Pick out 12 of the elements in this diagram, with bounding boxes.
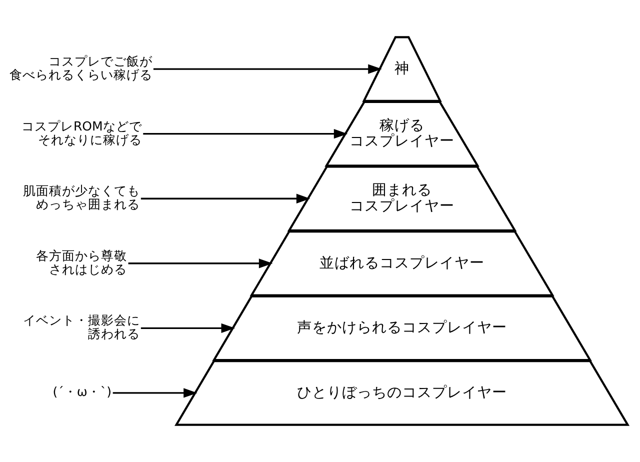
node-text: コスプレROMなどでそれなりに稼げる <box>21 118 142 147</box>
node-text: 肌面積が少なくてもめっちゃ囲まれる <box>22 183 140 212</box>
node-text: 各方面から尊敬されはじめる <box>36 248 128 276</box>
node-text: イベント・撮影会に誘われる <box>22 312 140 342</box>
arrow <box>140 194 310 204</box>
node-text: (´・ω・`) <box>52 384 112 400</box>
arrow <box>112 388 198 398</box>
node-text: コスプレでご飯が食べられるくらい稼げる <box>9 53 152 82</box>
arrow <box>128 258 273 268</box>
arrow <box>143 129 348 139</box>
arrow <box>140 323 236 333</box>
arrow <box>153 64 382 74</box>
